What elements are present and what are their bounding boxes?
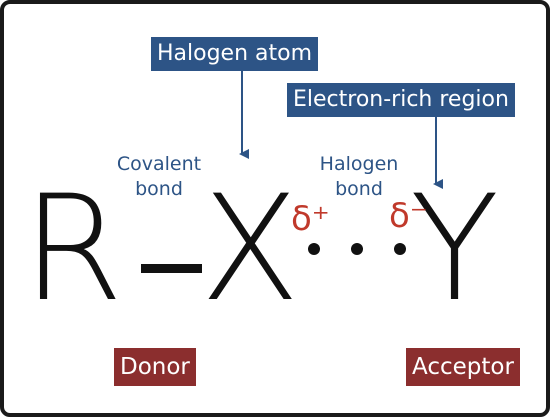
atom-r: R — [22, 164, 124, 334]
donor-label: Donor — [114, 348, 196, 386]
electron-rich-region-callout: Electron-rich region — [287, 83, 515, 117]
halogen-bond-dot-1 — [308, 243, 320, 255]
atom-x: X — [200, 164, 301, 334]
halogen-atom-callout: Halogen atom — [151, 37, 319, 71]
halogen-bond-label: Halogen bond — [319, 153, 399, 200]
covalent-bond-line — [141, 264, 202, 273]
halogen-bond-dot-3 — [394, 243, 406, 255]
diagram-overlay — [239, 71, 443, 255]
atom-y: Y — [410, 164, 500, 334]
delta-plus-charge: δ⁺ — [291, 199, 330, 239]
covalent-bond-label: Covalent bond — [116, 153, 202, 200]
delta-minus-charge: δ⁻ — [389, 196, 428, 236]
halogen-bond-dot-2 — [351, 243, 363, 255]
acceptor-label: Acceptor — [406, 348, 520, 386]
